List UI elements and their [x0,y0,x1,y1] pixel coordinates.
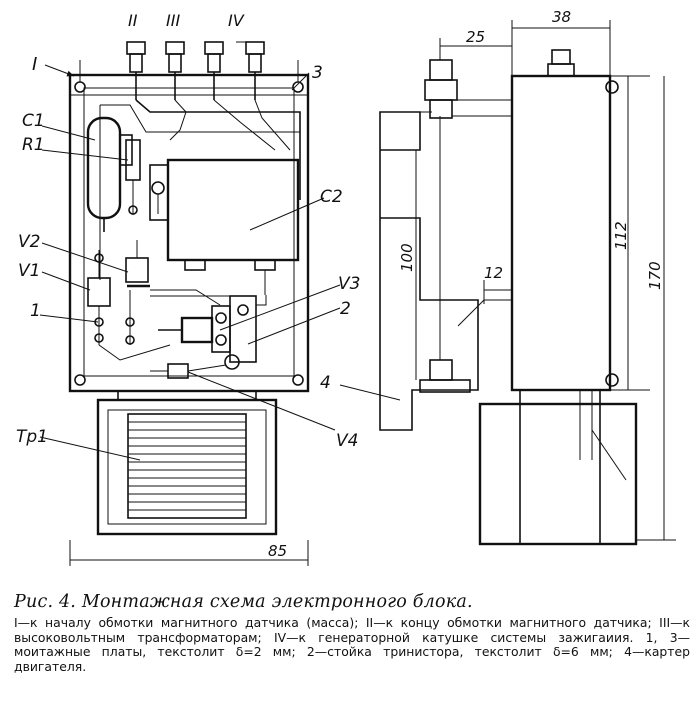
label-C1: C1 [22,111,45,131]
transformer-winding-hatch [128,437,246,495]
assembly-drawing: I II III IV 3 C1 R1 C2 V2 V1 V3 1 2 Tp1 … [16,8,676,566]
label-board-1: 1 [30,301,41,321]
terminal-IIIb [204,41,224,100]
housing-side [510,74,612,392]
housing-outline [68,73,310,393]
terminal-III [165,41,185,100]
labels: I II III IV 3 C1 R1 C2 V2 V1 V3 1 2 Tp1 … [16,8,664,560]
diode-V2 [125,240,150,288]
label-terminal-IV: IV [228,11,245,30]
terminal-II [126,41,146,100]
dim-170: 170 [646,261,664,290]
label-V2: V2 [18,232,40,252]
label-R1: R1 [22,135,45,155]
capacitor-C2 [149,158,300,295]
label-C2: C2 [320,187,343,207]
dim-100: 100 [398,243,416,272]
stand-2 [224,295,257,370]
label-terminal-III: III [166,11,180,30]
label-V4: V4 [336,431,358,451]
caption-title: Рис. 4. Монтажная схема электронного бло… [14,592,473,612]
transformer-Tp1 [96,391,278,536]
side-view [339,20,676,546]
dim-112: 112 [612,221,630,250]
diode-V4 [150,363,227,379]
crankcase-4 [379,111,479,431]
terminal-block [126,41,265,100]
dim-25: 25 [466,28,485,46]
dim-12: 12 [484,264,503,282]
front-view [39,41,341,566]
dim-38: 38 [552,8,571,26]
figure-caption: Рис. 4. Монтажная схема электронного бло… [14,592,690,674]
label-crankcase-4: 4 [320,373,331,393]
resistor-R1 [125,139,141,215]
board-3 [83,87,295,377]
label-terminal-II: II [128,11,138,30]
label-board-3: 3 [312,63,323,83]
label-V3: V3 [338,274,360,294]
diode-V1 [87,250,111,345]
dim-85: 85 [268,542,287,560]
caption-legend: I—к началу обмотки магнитного датчика (м… [14,615,690,674]
label-V1: V1 [18,261,40,281]
terminal-IV [245,41,265,100]
board-1 [94,290,171,361]
label-Tp1: Tp1 [16,427,48,447]
label-stand-2: 2 [340,299,351,319]
label-terminal-I: I [32,54,37,75]
